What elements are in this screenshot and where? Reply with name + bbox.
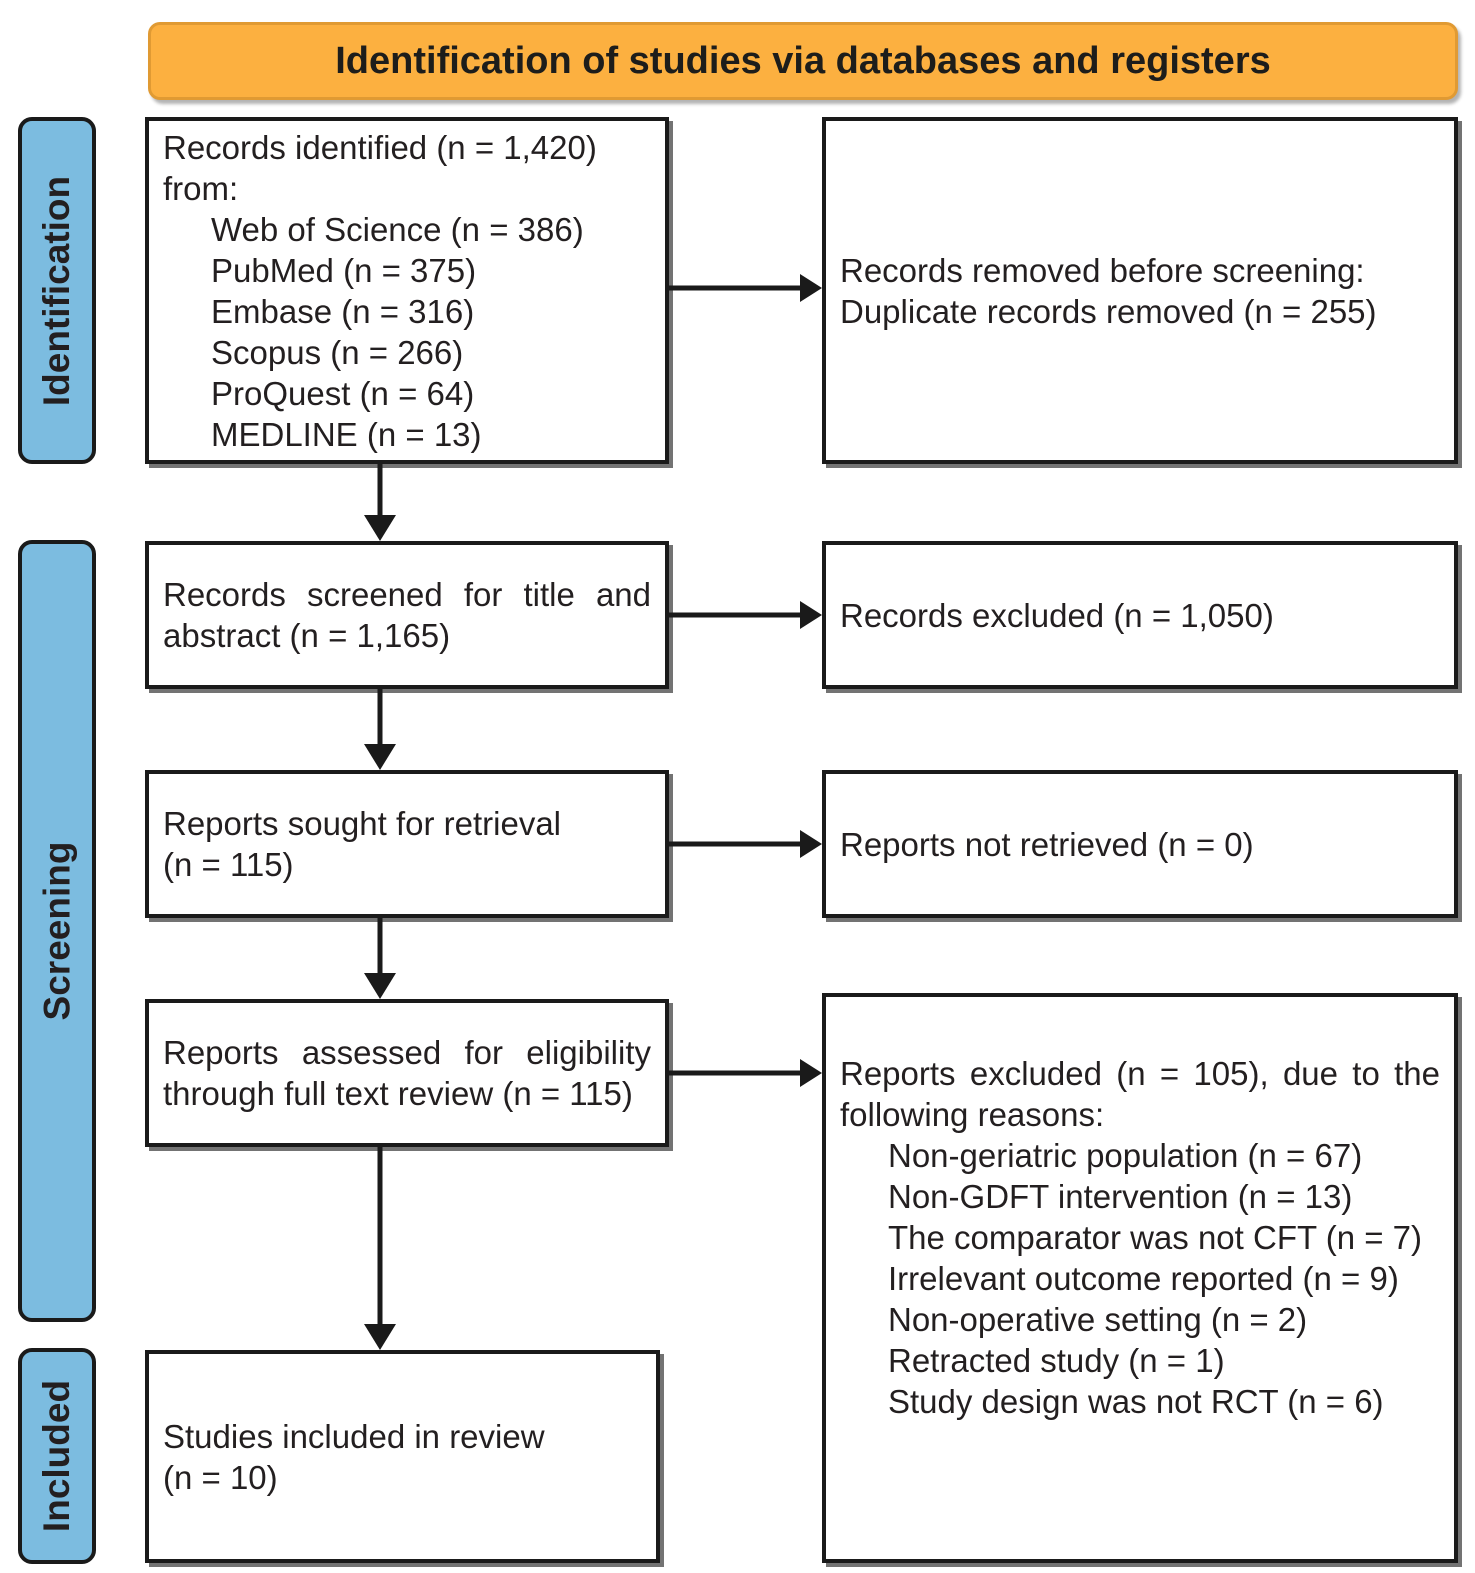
list-item: Web of Science (n = 386) [211,210,584,248]
stage-label-included: Included [18,1348,96,1564]
list-item: Non-operative setting (n = 2) [888,1301,1308,1338]
records-identified-heading: Records identified (n = 1,420) from: [163,128,597,207]
arrow-assessed-to-included [364,1147,396,1350]
box-reports-assessed: Reports assessed for eligibility through… [145,999,669,1147]
arrow-screened-to-excluded [669,601,822,629]
stage-label-identification: Identification [18,117,96,464]
banner-title: Identification of studies via databases … [335,39,1271,82]
reports-assessed-text: Reports assessed for eligibility through… [163,1034,661,1112]
records-screened-text: Records screened for title and abstract … [163,576,661,654]
studies-included-text: Studies included in review (n = 10) [163,1417,545,1496]
list-item: PubMed (n = 375) [211,251,477,289]
list-item: MEDLINE (n = 13) [211,415,482,453]
records-excluded-text: Records excluded (n = 1,050) [840,596,1274,634]
arrow-sought-to-not-retrieved [669,830,822,858]
box-records-removed: Records removed before screening: Duplic… [822,117,1458,464]
records-identified-source-list: Web of Science (n = 386) PubMed (n = 375… [163,209,651,455]
box-reports-sought: Reports sought for retrieval (n = 115) [145,770,669,918]
arrow-screened-to-sought [364,689,396,770]
box-studies-included: Studies included in review (n = 10) [145,1350,660,1563]
list-item: Scopus (n = 266) [211,333,464,371]
stage-label-screening: Screening [18,540,96,1322]
box-records-identified: Records identified (n = 1,420) from: Web… [145,117,669,464]
list-item: Embase (n = 316) [211,292,475,330]
list-item: Retracted study (n = 1) [888,1342,1225,1379]
list-item: Irrelevant outcome reported (n = 9) [888,1260,1399,1297]
list-item: Non-geriatric population (n = 67) [888,1137,1363,1174]
list-item: Study design was not RCT (n = 6) [888,1383,1384,1420]
arrow-assessed-to-excluded [669,1059,822,1087]
box-records-excluded: Records excluded (n = 1,050) [822,541,1458,689]
reports-sought-text: Reports sought for retrieval (n = 115) [163,805,562,883]
box-reports-not-retrieved: Reports not retrieved (n = 0) [822,770,1458,918]
reports-excluded-reason-list: Non-geriatric population (n = 67) Non-GD… [840,1135,1440,1422]
arrow-identified-to-removed [669,274,822,302]
list-item: ProQuest (n = 64) [211,374,475,412]
list-item: The comparator was not CFT (n = 7) [888,1219,1423,1256]
stage-label-identification-text: Identification [36,175,78,406]
stage-label-included-text: Included [36,1379,77,1533]
stage-label-screening-text: Screening [36,841,77,1021]
reports-excluded-heading: Reports excluded (n = 105), due to the f… [840,1055,1450,1133]
box-records-screened: Records screened for title and abstract … [145,541,669,689]
list-item: Non-GDFT intervention (n = 13) [888,1178,1353,1215]
box-reports-excluded: Reports excluded (n = 105), due to the f… [822,993,1458,1563]
arrow-identified-to-screened [364,464,396,541]
arrow-sought-to-assessed [364,918,396,999]
reports-not-retrieved-text: Reports not retrieved (n = 0) [840,825,1254,863]
banner-identification-header: Identification of studies via databases … [148,22,1458,100]
records-removed-text: Records removed before screening: Duplic… [840,251,1377,330]
